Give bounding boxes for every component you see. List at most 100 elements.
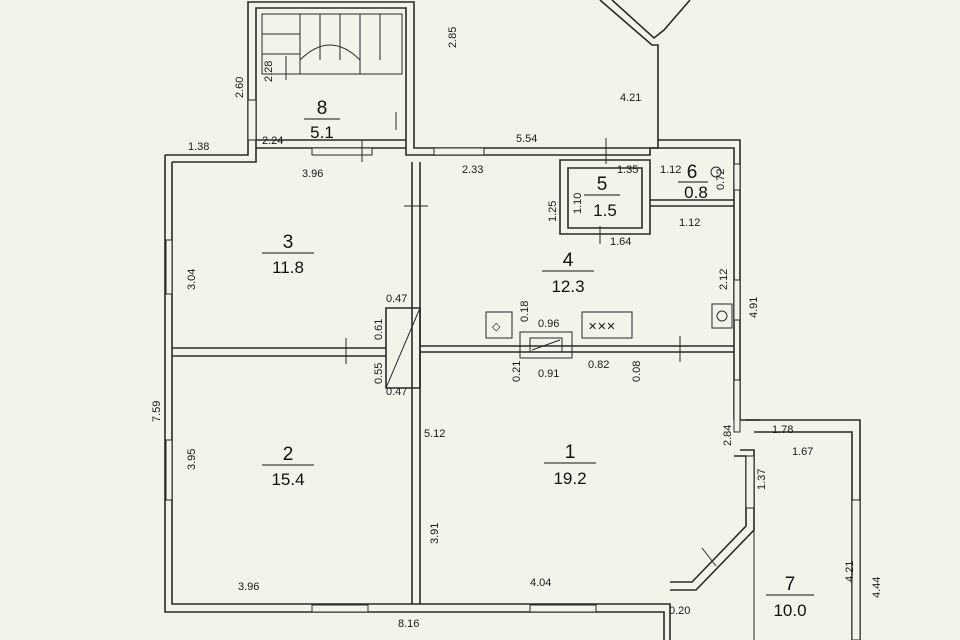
- stair-winder: [299, 44, 361, 75]
- dim-0-82: 0.82: [588, 359, 609, 371]
- dim-4-91: 4.91: [748, 297, 760, 318]
- room-1-label: 1 19.2: [544, 442, 596, 488]
- interior-walls: [172, 139, 734, 604]
- boiler-cross-icon: ◇: [492, 321, 501, 333]
- room-4-label: 4 12.3: [542, 250, 594, 296]
- room-area: 5.1: [310, 123, 334, 142]
- dim-0-21: 0.21: [511, 361, 523, 382]
- room-area: 19.2: [553, 469, 586, 488]
- door-tick: [701, 547, 717, 567]
- dim-2-12: 2.12: [718, 269, 730, 290]
- washbasin-icon: [711, 303, 733, 329]
- room-number: 5: [597, 174, 608, 195]
- dim-3-04: 3.04: [186, 269, 198, 290]
- room-area: 10.0: [773, 601, 806, 620]
- window-room-2-south: [311, 604, 369, 613]
- south-west-wall: [164, 155, 665, 640]
- kitchen-counter: [519, 331, 573, 359]
- dim-2-60: 2.60: [234, 77, 246, 98]
- dim-0-61: 0.61: [373, 319, 385, 340]
- dim-0-47-b: 0.47: [386, 386, 407, 398]
- chimney: [385, 307, 421, 389]
- dim-0-91: 0.91: [538, 368, 559, 380]
- window-room-6: [733, 163, 741, 191]
- dim-1-37: 1.37: [756, 469, 768, 490]
- window-veranda: [851, 499, 861, 640]
- chimney-diagonal: [385, 307, 421, 389]
- window-room-3-north: [311, 147, 373, 156]
- room-number: 3: [283, 232, 294, 253]
- dim-1-38: 1.38: [188, 141, 209, 153]
- dim-0-08: 0.08: [631, 361, 643, 382]
- room-5-label: 5 1.5: [584, 174, 620, 220]
- wall-central: [411, 162, 421, 604]
- bay-wall: [670, 449, 755, 591]
- windows: [165, 99, 861, 640]
- dim-3-96-bottom: 3.96: [238, 581, 259, 593]
- sink-line: [531, 339, 561, 351]
- bathroom-5-inner: [567, 167, 643, 229]
- dim-0-47-a: 0.47: [386, 293, 407, 305]
- room-7-label: 7 10.0: [766, 574, 814, 620]
- dim-3-95: 3.95: [186, 449, 198, 470]
- dim-2-85: 2.85: [447, 27, 459, 48]
- door-marks: [345, 112, 717, 567]
- toilet-icon: [710, 166, 722, 178]
- dim-5-12: 5.12: [424, 428, 445, 440]
- stove-burners-icon: ✕✕✕: [588, 321, 616, 333]
- dim-2-24: 2.24: [262, 135, 283, 147]
- dim-1-67: 1.67: [792, 446, 813, 458]
- dim-0-18: 0.18: [519, 301, 531, 322]
- window-room-3: [165, 239, 173, 295]
- washbasin-bowl-icon: [716, 310, 728, 322]
- dim-1-12-b: 1.12: [679, 217, 700, 229]
- room-area: 12.3: [551, 277, 584, 296]
- room-3-label: 3 11.8: [262, 232, 314, 277]
- dimension-labels: 2.85 2.60 2.28 2.24 1.38 4.21 5.54 3.96 …: [151, 27, 883, 630]
- stair-frame: [261, 13, 403, 75]
- dim-1-25: 1.25: [547, 201, 559, 222]
- bathroom-5: [559, 159, 651, 235]
- window-room-4-north: [433, 147, 485, 156]
- dim-1-35: 1.35: [617, 164, 638, 176]
- stove-icon: [581, 311, 633, 339]
- fixtures: ✕✕✕ ◇: [485, 166, 733, 359]
- room-area: 15.4: [271, 470, 304, 489]
- dim-3-96-top: 3.96: [302, 168, 323, 180]
- dim-0-96: 0.96: [538, 318, 559, 330]
- dim-1-10: 1.10: [572, 193, 584, 214]
- room-labels: 8 5.1 3 11.8 4 12.3 5 1.5 6 0.8 2 15.4: [262, 98, 814, 620]
- dim-0-72: 0.72: [715, 169, 727, 190]
- room-area: 1.5: [593, 201, 617, 220]
- dim-1-78: 1.78: [772, 424, 793, 436]
- dim-2-84: 2.84: [722, 425, 734, 446]
- window-room-8: [247, 99, 257, 141]
- staircase: [261, 13, 403, 80]
- room-8-label: 8 5.1: [304, 98, 340, 142]
- dim-5-54: 5.54: [516, 133, 537, 145]
- boiler-icon: [485, 311, 513, 339]
- wall-1-4: [420, 345, 734, 353]
- dim-3-91: 3.91: [429, 523, 441, 544]
- room-area: 11.8: [272, 258, 304, 277]
- room-number: 4: [563, 250, 574, 271]
- north-east-wall: [165, 1, 760, 421]
- room-number: 1: [565, 442, 576, 463]
- wall-6: [650, 199, 734, 207]
- room-number: 2: [283, 444, 294, 465]
- dim-4-44: 4.44: [871, 577, 883, 598]
- window-room-1-east: [733, 379, 741, 433]
- window-room-4-east: [733, 279, 741, 321]
- dim-1-12-a: 1.12: [660, 164, 681, 176]
- wall-2-3: [172, 347, 386, 357]
- dim-0-20: 0.20: [669, 605, 690, 617]
- dim-4-21-top: 4.21: [620, 92, 641, 104]
- room-number: 6: [687, 162, 698, 183]
- northeast-angle-wall: [599, 0, 659, 140]
- room-area: 0.8: [684, 183, 708, 202]
- window-room-1-south: [529, 604, 597, 613]
- dim-8-16: 8.16: [398, 618, 419, 630]
- dim-1-64: 1.64: [610, 236, 631, 248]
- dim-4-04: 4.04: [530, 577, 551, 589]
